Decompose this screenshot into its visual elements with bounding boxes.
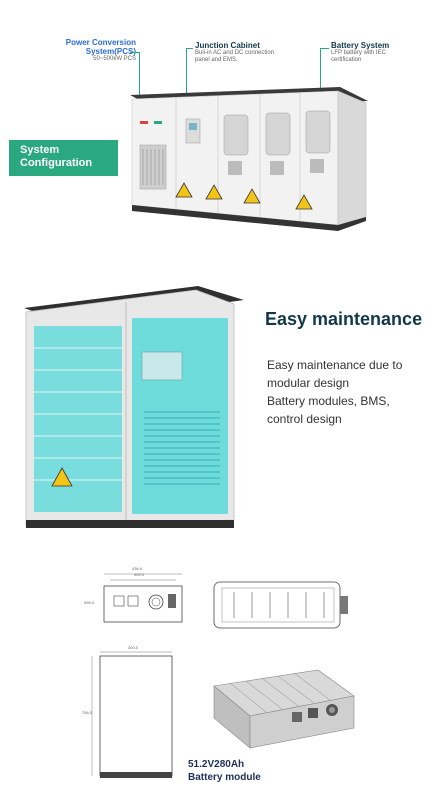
maintenance-line-3: Battery modules, BMS, xyxy=(267,394,390,408)
easy-maintenance-heading: Easy maintenance xyxy=(265,309,423,329)
system-configuration-badge: System Configuration xyxy=(9,140,118,176)
badge-line1: System xyxy=(20,144,60,156)
battery-module-3d-illustration xyxy=(213,669,355,749)
dim-width-inner: 400.0 xyxy=(134,572,145,577)
system-configuration-section: Power Conversion System(PCS) 50~500kW PC… xyxy=(0,0,448,270)
battery-module-section: 436.9 400.0 396.0 300.0 756.0 xyxy=(0,556,448,800)
dim-depth-top: 300.0 xyxy=(128,645,139,650)
energy-storage-cabinet-illustration xyxy=(130,87,368,231)
battery-leader-h xyxy=(320,48,329,49)
warning-triangle-icon xyxy=(175,182,313,210)
pcs-title-line1: Power Conversion xyxy=(65,38,136,47)
pcs-title-line2: System(PCS) xyxy=(85,47,136,56)
battery-title: Battery System xyxy=(331,41,390,50)
battery-module-stack xyxy=(34,326,122,512)
battery-desc-line2: certification xyxy=(331,57,362,63)
dim-height-side: 396.0 xyxy=(84,600,95,605)
caption-line-1: 51.2V280Ah xyxy=(188,759,245,770)
maintenance-line-4: control design xyxy=(267,412,342,426)
pcs-leader-v xyxy=(139,52,140,118)
maintenance-line-1: Easy maintenance due to xyxy=(267,358,403,372)
battery-leader-v xyxy=(320,48,321,116)
side-view-drawing: 300.0 756.0 xyxy=(82,645,184,784)
easy-maintenance-section: Easy maintenance Easy maintenance due to… xyxy=(0,280,448,550)
battery-desc-line1: LFP battery with IEC xyxy=(331,50,386,56)
caption-line-2: Battery module xyxy=(188,772,261,783)
top-view-drawing xyxy=(213,581,348,629)
control-cabinet-overlay xyxy=(132,318,228,514)
battery-module-caption: 51.2V280Ah Battery module xyxy=(188,759,261,783)
junction-title: Junction Cabinet xyxy=(195,41,260,50)
battery-callout: Battery System LFP battery with IEC cert… xyxy=(331,41,431,64)
junction-leader-v xyxy=(186,48,187,128)
dim-width-top: 436.9 xyxy=(132,566,143,571)
front-view-drawing: 436.9 400.0 396.0 xyxy=(84,566,186,628)
warning-triangle-icon xyxy=(51,467,73,487)
dim-height-tall: 756.0 xyxy=(82,710,93,715)
maintenance-line-2: modular design xyxy=(267,376,350,390)
cabinet-maintenance-illustration xyxy=(24,286,244,528)
pcs-callout: Power Conversion System(PCS) 50~500kW PC… xyxy=(56,38,136,63)
junction-leader-h xyxy=(186,48,193,49)
junction-desc-line1: Buli-in AC and DC connection xyxy=(195,50,275,56)
badge-line2: Configuration xyxy=(20,157,93,169)
junction-callout: Junction Cabinet Buli-in AC and DC conne… xyxy=(195,41,305,64)
pcs-leader-h xyxy=(130,52,140,53)
junction-desc-line2: panel and EMS. xyxy=(195,57,238,63)
maintenance-description: Easy maintenance due to modular design B… xyxy=(267,356,437,428)
pcs-desc: 50~500kW PCS xyxy=(93,56,136,62)
